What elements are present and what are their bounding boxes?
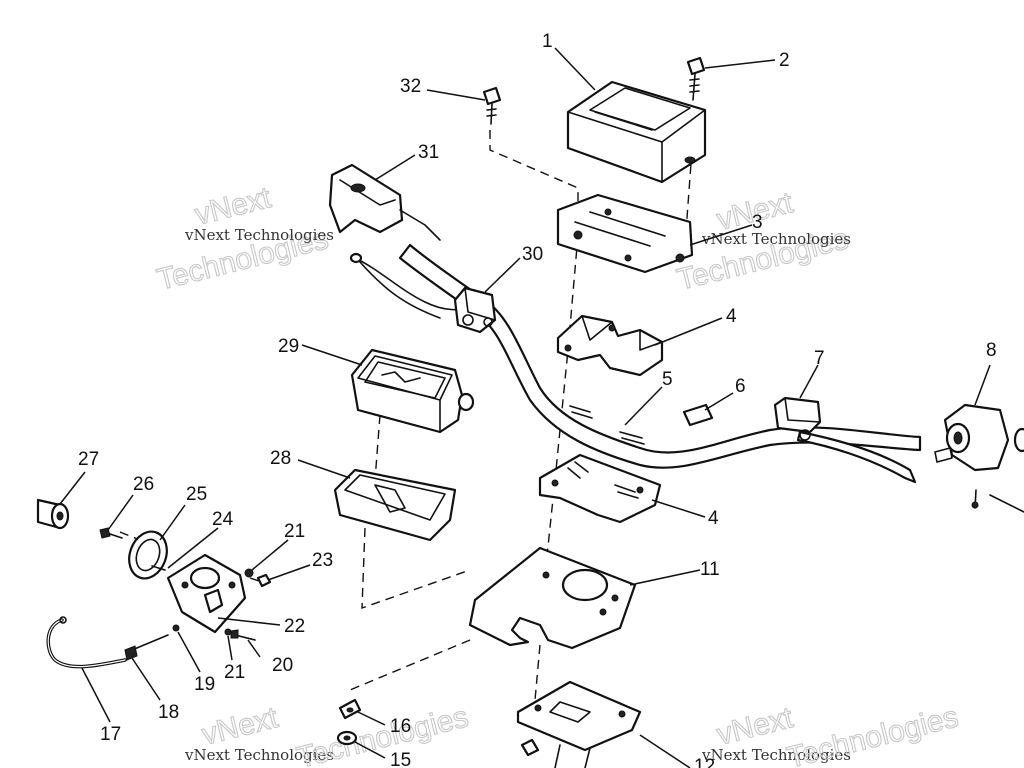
callout-6: 6 (735, 376, 746, 397)
part-7-brake-housing (773, 396, 917, 484)
callout-27: 27 (78, 449, 99, 470)
part-22-drive-housing (166, 553, 247, 634)
part-31-lever-housing (328, 163, 441, 241)
part-18-fitting (124, 634, 169, 661)
watermark-line: vNext Technologies (184, 226, 334, 244)
part-12-plate (516, 680, 642, 768)
watermark-brand: vNext (192, 181, 275, 232)
watermark-brand: vNext (199, 701, 282, 752)
callout-8: 8 (986, 340, 997, 361)
assembly-line-plate-12 (534, 644, 541, 701)
callout-28: 28 (270, 448, 291, 469)
callout-5: 5 (662, 369, 673, 390)
callout-1: 1 (542, 31, 553, 52)
watermark-line: vNext Technologies (701, 230, 851, 248)
callout-2: 2 (779, 50, 790, 71)
part-26-screw (99, 527, 123, 539)
callout-16: 16 (390, 716, 411, 737)
callout-11: 11 (700, 559, 720, 580)
part-16-spacer (338, 698, 362, 720)
callout-26: 26 (133, 474, 154, 495)
callout-7: 7 (814, 348, 825, 369)
callout-24: 24 (212, 509, 234, 530)
callout-4-upper: 4 (726, 306, 737, 327)
part-1-cover (566, 80, 707, 184)
part-4-upper-clamp (556, 314, 664, 377)
callout-numbers: 1 2 32 3 31 30 4 29 5 6 7 8 4 28 11 12 1… (78, 31, 997, 768)
part-11-bracket (468, 546, 637, 650)
leader-lines (59, 47, 991, 768)
part-8-throttle (934, 403, 1024, 513)
part-32-bolt (482, 86, 502, 125)
part-2-bolt (686, 56, 706, 101)
callout-17: 17 (100, 724, 121, 745)
part-20-screw (230, 629, 256, 641)
part-17-cable (46, 616, 127, 669)
callout-32: 32 (400, 76, 421, 97)
part-27-cylinder (36, 498, 70, 530)
part-5-handlebar (349, 243, 922, 469)
callout-22: 22 (284, 616, 305, 637)
part-19-clip (172, 624, 180, 632)
callout-31: 31 (418, 142, 439, 163)
part-21-washer-lower (224, 628, 232, 636)
callout-3: 3 (752, 212, 763, 233)
part-25-ring (128, 530, 168, 580)
part-30-clamp (453, 286, 497, 334)
callout-23: 23 (312, 550, 333, 571)
watermark-line: vNext Technologies (701, 746, 851, 764)
watermark-line: vNext Technologies (184, 746, 334, 764)
part-15-spacer (336, 730, 358, 746)
assembly-line-spacers (349, 639, 471, 691)
assembly-line-mount-bracket (361, 527, 471, 610)
part-21-washer-upper (244, 568, 254, 578)
callout-19: 19 (194, 674, 215, 695)
part-23-nut (256, 573, 272, 588)
callout-21-lower: 21 (224, 662, 245, 683)
assembly-line-washer (249, 577, 263, 583)
callout-20: 20 (272, 655, 293, 676)
part-29-gauge (350, 348, 475, 434)
callout-21-upper: 21 (284, 521, 305, 542)
part-28-gauge-housing (333, 468, 457, 542)
callout-18: 18 (158, 702, 179, 723)
callout-4-lower: 4 (708, 508, 719, 529)
callout-12: 12 (694, 756, 715, 768)
callout-29: 29 (278, 336, 299, 357)
callout-15: 15 (390, 750, 411, 768)
assembly-line-instrument (374, 414, 381, 481)
callout-30: 30 (522, 244, 543, 265)
part-3-plate (556, 193, 694, 274)
watermark-name: Technologies (784, 700, 962, 768)
part-4-lower-clamp (538, 453, 662, 524)
part-24-stud (151, 565, 166, 571)
watermark-name: Technologies (294, 700, 472, 768)
callout-25: 25 (186, 484, 207, 505)
